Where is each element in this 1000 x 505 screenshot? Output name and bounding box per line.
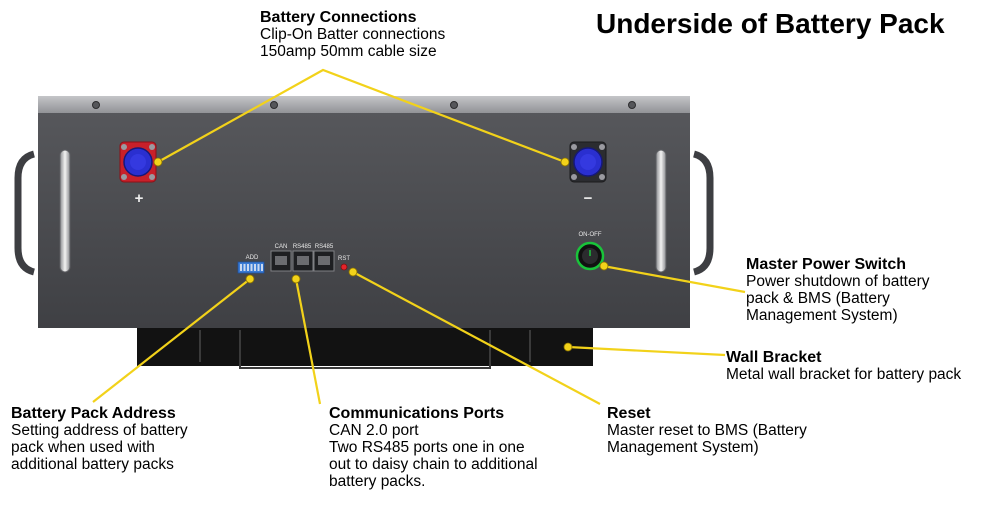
negative-sign: − [584,190,593,207]
positive-sign: + [135,190,144,207]
callout-title: Master Power Switch [746,256,907,273]
callout-line: battery packs. [329,473,426,490]
reset-button[interactable] [340,263,348,271]
positive-terminal [119,141,157,183]
callout-wall-bracket: Wall Bracket Metal wall bracket for batt… [726,349,961,383]
callout-line: Clip-On Batter connections [260,26,446,43]
master-power-switch[interactable] [575,241,605,271]
left-handle [14,149,71,276]
on-off-label: ON-OFF [579,232,602,238]
page-title: Underside of Battery Pack [596,8,945,39]
rs485-port-1[interactable] [292,250,314,272]
callout-line: Management System) [746,307,898,324]
callout-battery-pack-address: Battery Pack Address Setting address of … [11,405,188,473]
leader-lines [92,68,746,405]
rs485-label-a: RS485 [293,244,312,250]
callout-line: out to daisy chain to additional [329,456,538,473]
callout-line: pack & BMS (Battery [746,290,890,307]
callout-line: pack when used with [11,439,155,456]
callout-line: Master reset to BMS (Battery [607,422,807,439]
plate-screws [92,101,636,109]
can-label: CAN [275,244,288,250]
callout-title: Reset [607,405,651,422]
callout-line: Two RS485 ports one in one [329,439,525,456]
rs485-label-b: RS485 [315,244,334,250]
add-label: ADD [246,255,259,261]
callout-line: additional battery packs [11,456,174,473]
can-port[interactable] [270,250,292,272]
callout-line: Management System) [607,439,759,456]
wall-bracket [137,326,593,369]
callout-line: Setting address of battery [11,422,188,439]
dip-switch-slots [240,264,263,271]
top-plate [38,96,690,114]
callout-line: CAN 2.0 port [329,422,419,439]
callout-title: Battery Pack Address [11,405,176,422]
callout-line: Metal wall bracket for battery pack [726,366,962,383]
callout-communications-ports: Communications Ports CAN 2.0 port Two RS… [329,405,538,490]
callout-title: Communications Ports [329,405,505,422]
callout-reset: Reset Master reset to BMS (Battery Manag… [607,405,807,456]
negative-terminal [569,141,607,183]
callout-dots [153,157,609,352]
callout-line: Power shutdown of battery [746,273,930,290]
rs485-port-2[interactable] [313,250,335,272]
callout-title: Wall Bracket [726,349,822,366]
callout-line: 150amp 50mm cable size [260,43,437,60]
callout-title: Battery Connections [260,9,417,26]
callout-battery-connections: Battery Connections Clip-On Batter conne… [260,9,445,60]
rst-label: RST [338,256,350,262]
right-handle [655,149,714,276]
callout-master-power-switch: Master Power Switch Power shutdown of ba… [746,256,930,324]
